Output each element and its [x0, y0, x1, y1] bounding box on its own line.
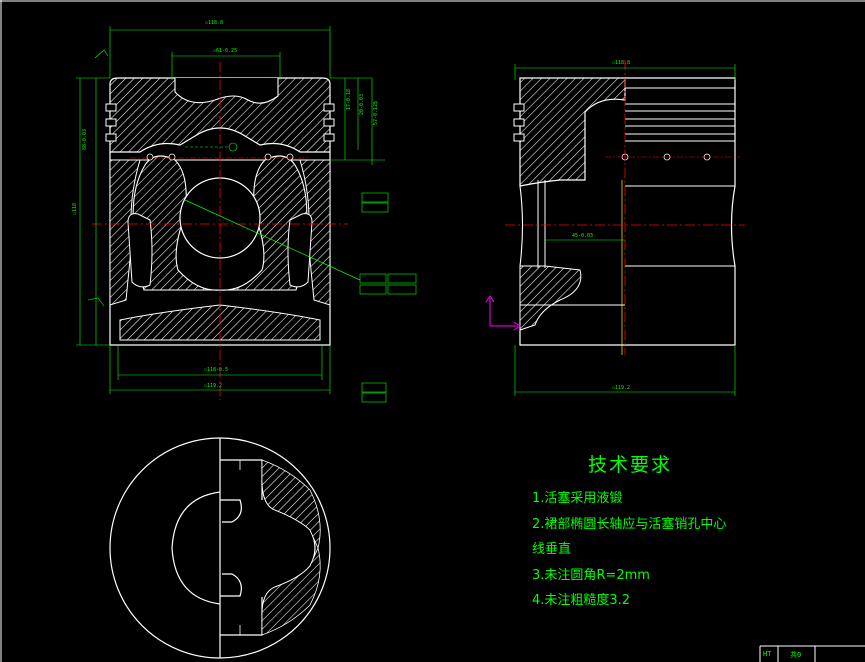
tolerance-frames: [185, 142, 417, 403]
svg-text:▫119.2: ▫119.2: [612, 385, 630, 391]
ring-grooves: [105, 103, 335, 142]
requirement-item: 3.未注圆角R=2mm: [532, 567, 650, 583]
technical-requirements-list: 1.活塞采用液锻 2.裙部椭圆长轴应与活塞销孔中心线垂直 3.未注圆角R=2mm…: [532, 486, 732, 614]
svg-text:▫119.2: ▫119.2: [204, 383, 222, 389]
svg-text:▫118.8: ▫118.8: [612, 60, 630, 66]
ucs-marker: [485, 295, 521, 331]
svg-text:▫61‑0.25: ▫61‑0.25: [213, 48, 237, 54]
front-dimensions: [76, 26, 385, 394]
svg-text:▫118.8: ▫118.8: [205, 20, 223, 26]
combustion-bowl: [174, 78, 279, 104]
title-block-cell: 共0: [790, 651, 802, 659]
technical-requirements-title: 技术要求: [588, 454, 673, 476]
bottom-view: [109, 437, 331, 659]
side-outline-right: [625, 77, 736, 346]
requirement-item: 2.裙部椭圆长轴应与活塞销孔中心线垂直: [532, 516, 727, 558]
svg-text:17‑0.18: 17‑0.18: [346, 89, 352, 110]
side-lower-hatch: [519, 265, 582, 331]
svg-text:57‑0.125: 57‑0.125: [373, 101, 379, 125]
svg-text:45‑0.03: 45‑0.03: [572, 233, 593, 239]
front-section-view: ▫118.8 ▫61‑0.25 88‑0.03 ▫118 ▫118‑0.5 ▫1…: [72, 20, 417, 403]
title-block-cell: HT: [763, 650, 772, 658]
side-half-section-view: ▫118.8 ▫119.2 45‑0.03: [485, 60, 745, 396]
svg-text:88‑0.03: 88‑0.03: [82, 129, 88, 150]
svg-text:▫118: ▫118: [72, 203, 78, 215]
svg-text:20‑0.03: 20‑0.03: [359, 94, 365, 115]
svg-text:▫118‑0.5: ▫118‑0.5: [204, 367, 228, 373]
bottom-view-hatch: [261, 459, 321, 636]
requirement-item: 4.未注粗糙度3.2: [532, 593, 631, 608]
requirement-item: 1.活塞采用液锻: [532, 491, 623, 506]
side-crown-hatch: [519, 77, 626, 187]
